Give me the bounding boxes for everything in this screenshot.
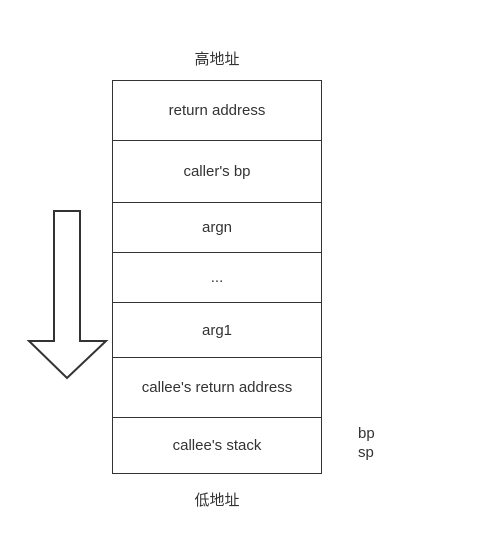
register-labels: bp sp (358, 424, 375, 462)
sp-label: sp (358, 444, 374, 461)
stack-cell-ellipsis: ... (113, 253, 321, 303)
stack-cell-callee-return-address: callee's return address (113, 358, 321, 418)
stack-cell-arg1: arg1 (113, 303, 321, 358)
stack-cell-caller-bp: caller's bp (113, 141, 321, 203)
stack-cell-callee-stack: callee's stack (172, 437, 262, 454)
low-address-label: 低地址 (194, 491, 240, 509)
bp-label: bp (358, 425, 375, 442)
down-arrow-shape (26, 210, 109, 380)
stack-frame: return address caller's bp argn ... arg1… (112, 80, 322, 474)
stack-cell-argn: argn (113, 203, 321, 253)
high-address-label: 高地址 (194, 50, 240, 68)
stack-cell-return-address: return address (113, 81, 321, 141)
